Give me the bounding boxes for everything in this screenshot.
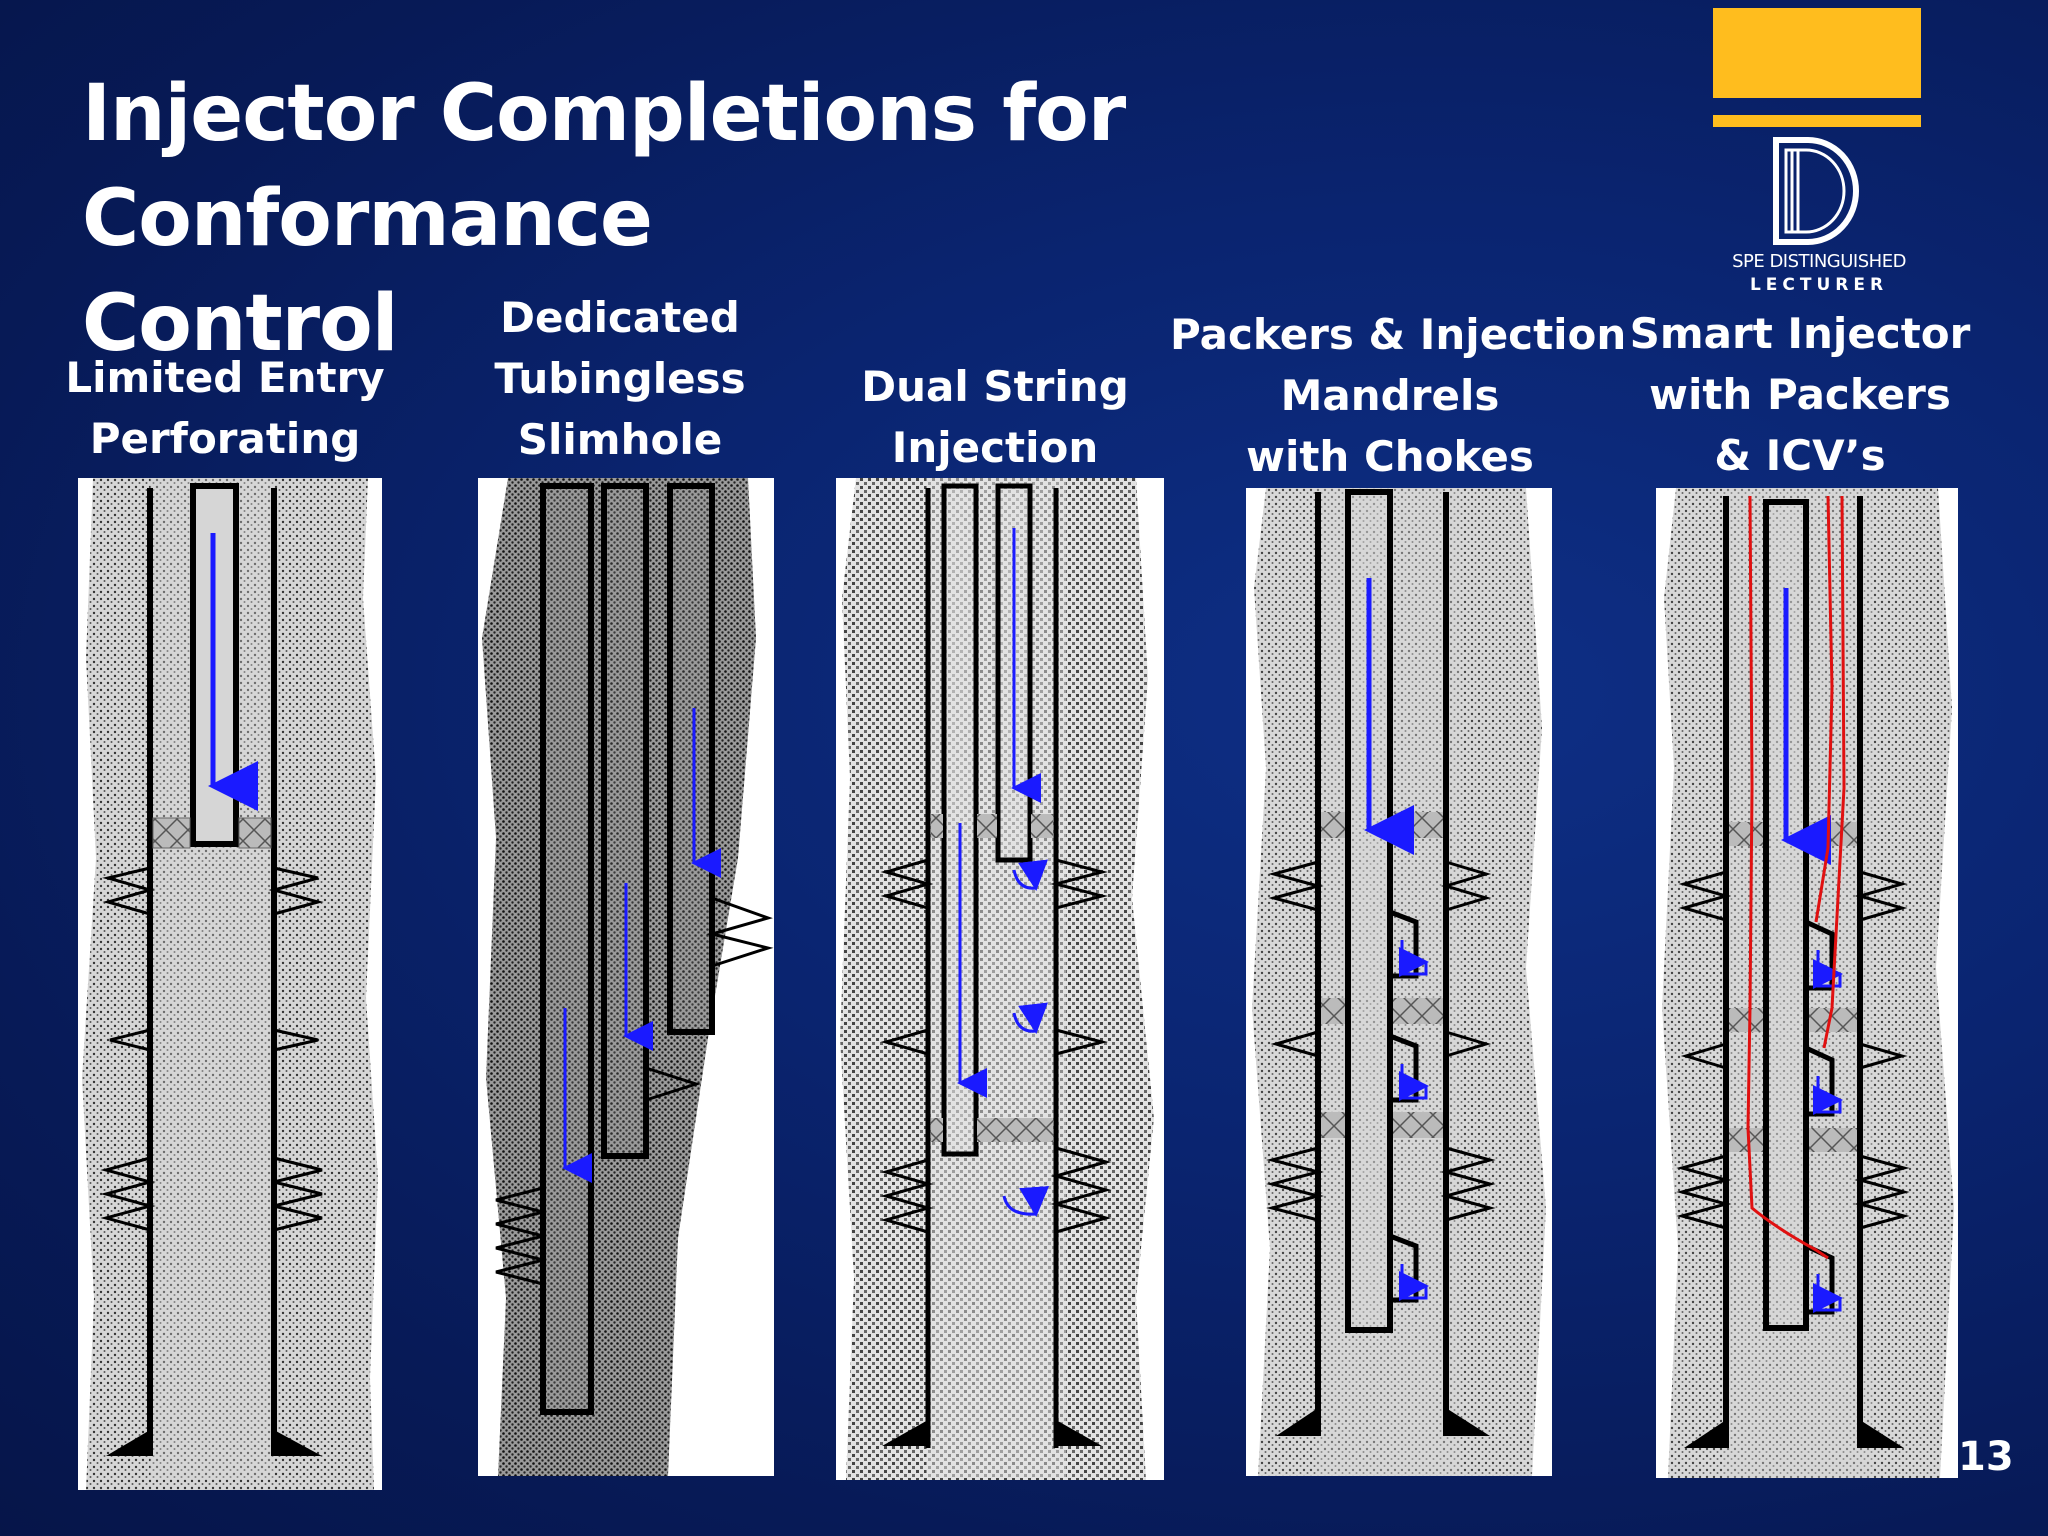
diagram-packers-injection-mandrels: [1246, 488, 1552, 1476]
page-number: 13: [1958, 1434, 2014, 1480]
logo-d-glyph: D: [1773, 137, 1859, 245]
slide-title-line-1: Injector Completions for Conformance: [82, 69, 1126, 264]
spe-distinguished-lecturer-logo: D SPE DISTINGUISHED LECTURER: [1713, 8, 1923, 298]
diagram-dedicated-tubingless-slimhole: [478, 478, 774, 1476]
slide-title: Injector Completions for Conformance Con…: [82, 62, 1622, 377]
diagram-dual-string-injection: [836, 478, 1164, 1480]
diagram-limited-entry-perforating: [78, 478, 382, 1490]
logo-gold-bar: [1713, 8, 1921, 98]
diagram-smart-injector: [1656, 488, 1958, 1478]
logo-text-line-1: SPE DISTINGUISHED: [1732, 251, 1906, 272]
slide-title-line-2: Control: [82, 279, 398, 369]
logo-text-line-2: LECTURER: [1749, 275, 1889, 295]
logo-gold-stripe: [1713, 115, 1921, 127]
